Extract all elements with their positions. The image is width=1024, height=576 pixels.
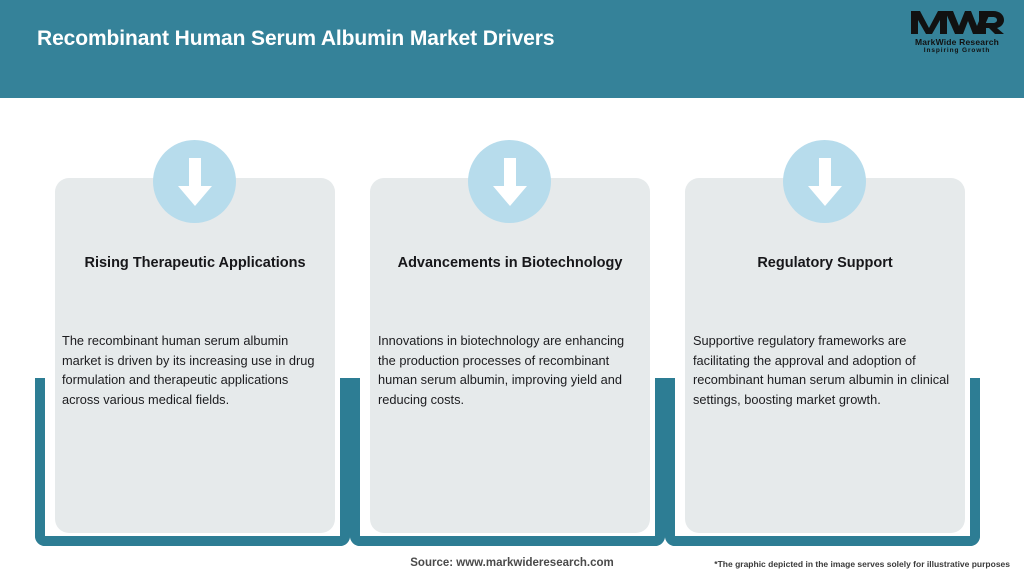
card-1-body: The recombinant human serum albumin mark… <box>62 333 315 407</box>
card-frame-3 <box>665 378 980 546</box>
logo: MarkWide Research Inspiring Growth <box>903 9 1011 55</box>
card-frame-1 <box>35 378 350 546</box>
page-title: Recombinant Human Serum Albumin Market D… <box>37 27 555 50</box>
header-bar <box>0 0 1024 98</box>
card-1 <box>55 178 335 533</box>
card-2-title: Advancements in Biotechnology <box>397 255 623 271</box>
card-3-title: Regulatory Support <box>757 255 893 271</box>
card-3 <box>685 178 965 533</box>
logo-company-name: MarkWide Research <box>914 37 1000 47</box>
card-1-title: Rising Therapeutic Applications <box>84 255 306 271</box>
logo-tagline: Inspiring Growth <box>923 47 991 54</box>
card-2-body: Innovations in biotechnology are enhanci… <box>378 333 625 407</box>
source-label: Source: www.markwideresearch.com <box>410 557 614 569</box>
card-3-body: Supportive regulatory frameworks are fac… <box>693 333 950 407</box>
card-1-icon-circle <box>153 140 236 223</box>
card-2 <box>370 178 650 533</box>
mwr-logo-icon <box>911 11 1004 34</box>
arrow-down-icon <box>807 157 842 206</box>
arrow-down-icon <box>492 157 527 206</box>
card-3-icon-circle <box>783 140 866 223</box>
card-frame-2 <box>350 378 665 546</box>
card-2-icon-circle <box>468 140 551 223</box>
arrow-down-icon <box>177 157 212 206</box>
disclaimer-label: *The graphic depicted in the image serve… <box>714 559 1010 569</box>
